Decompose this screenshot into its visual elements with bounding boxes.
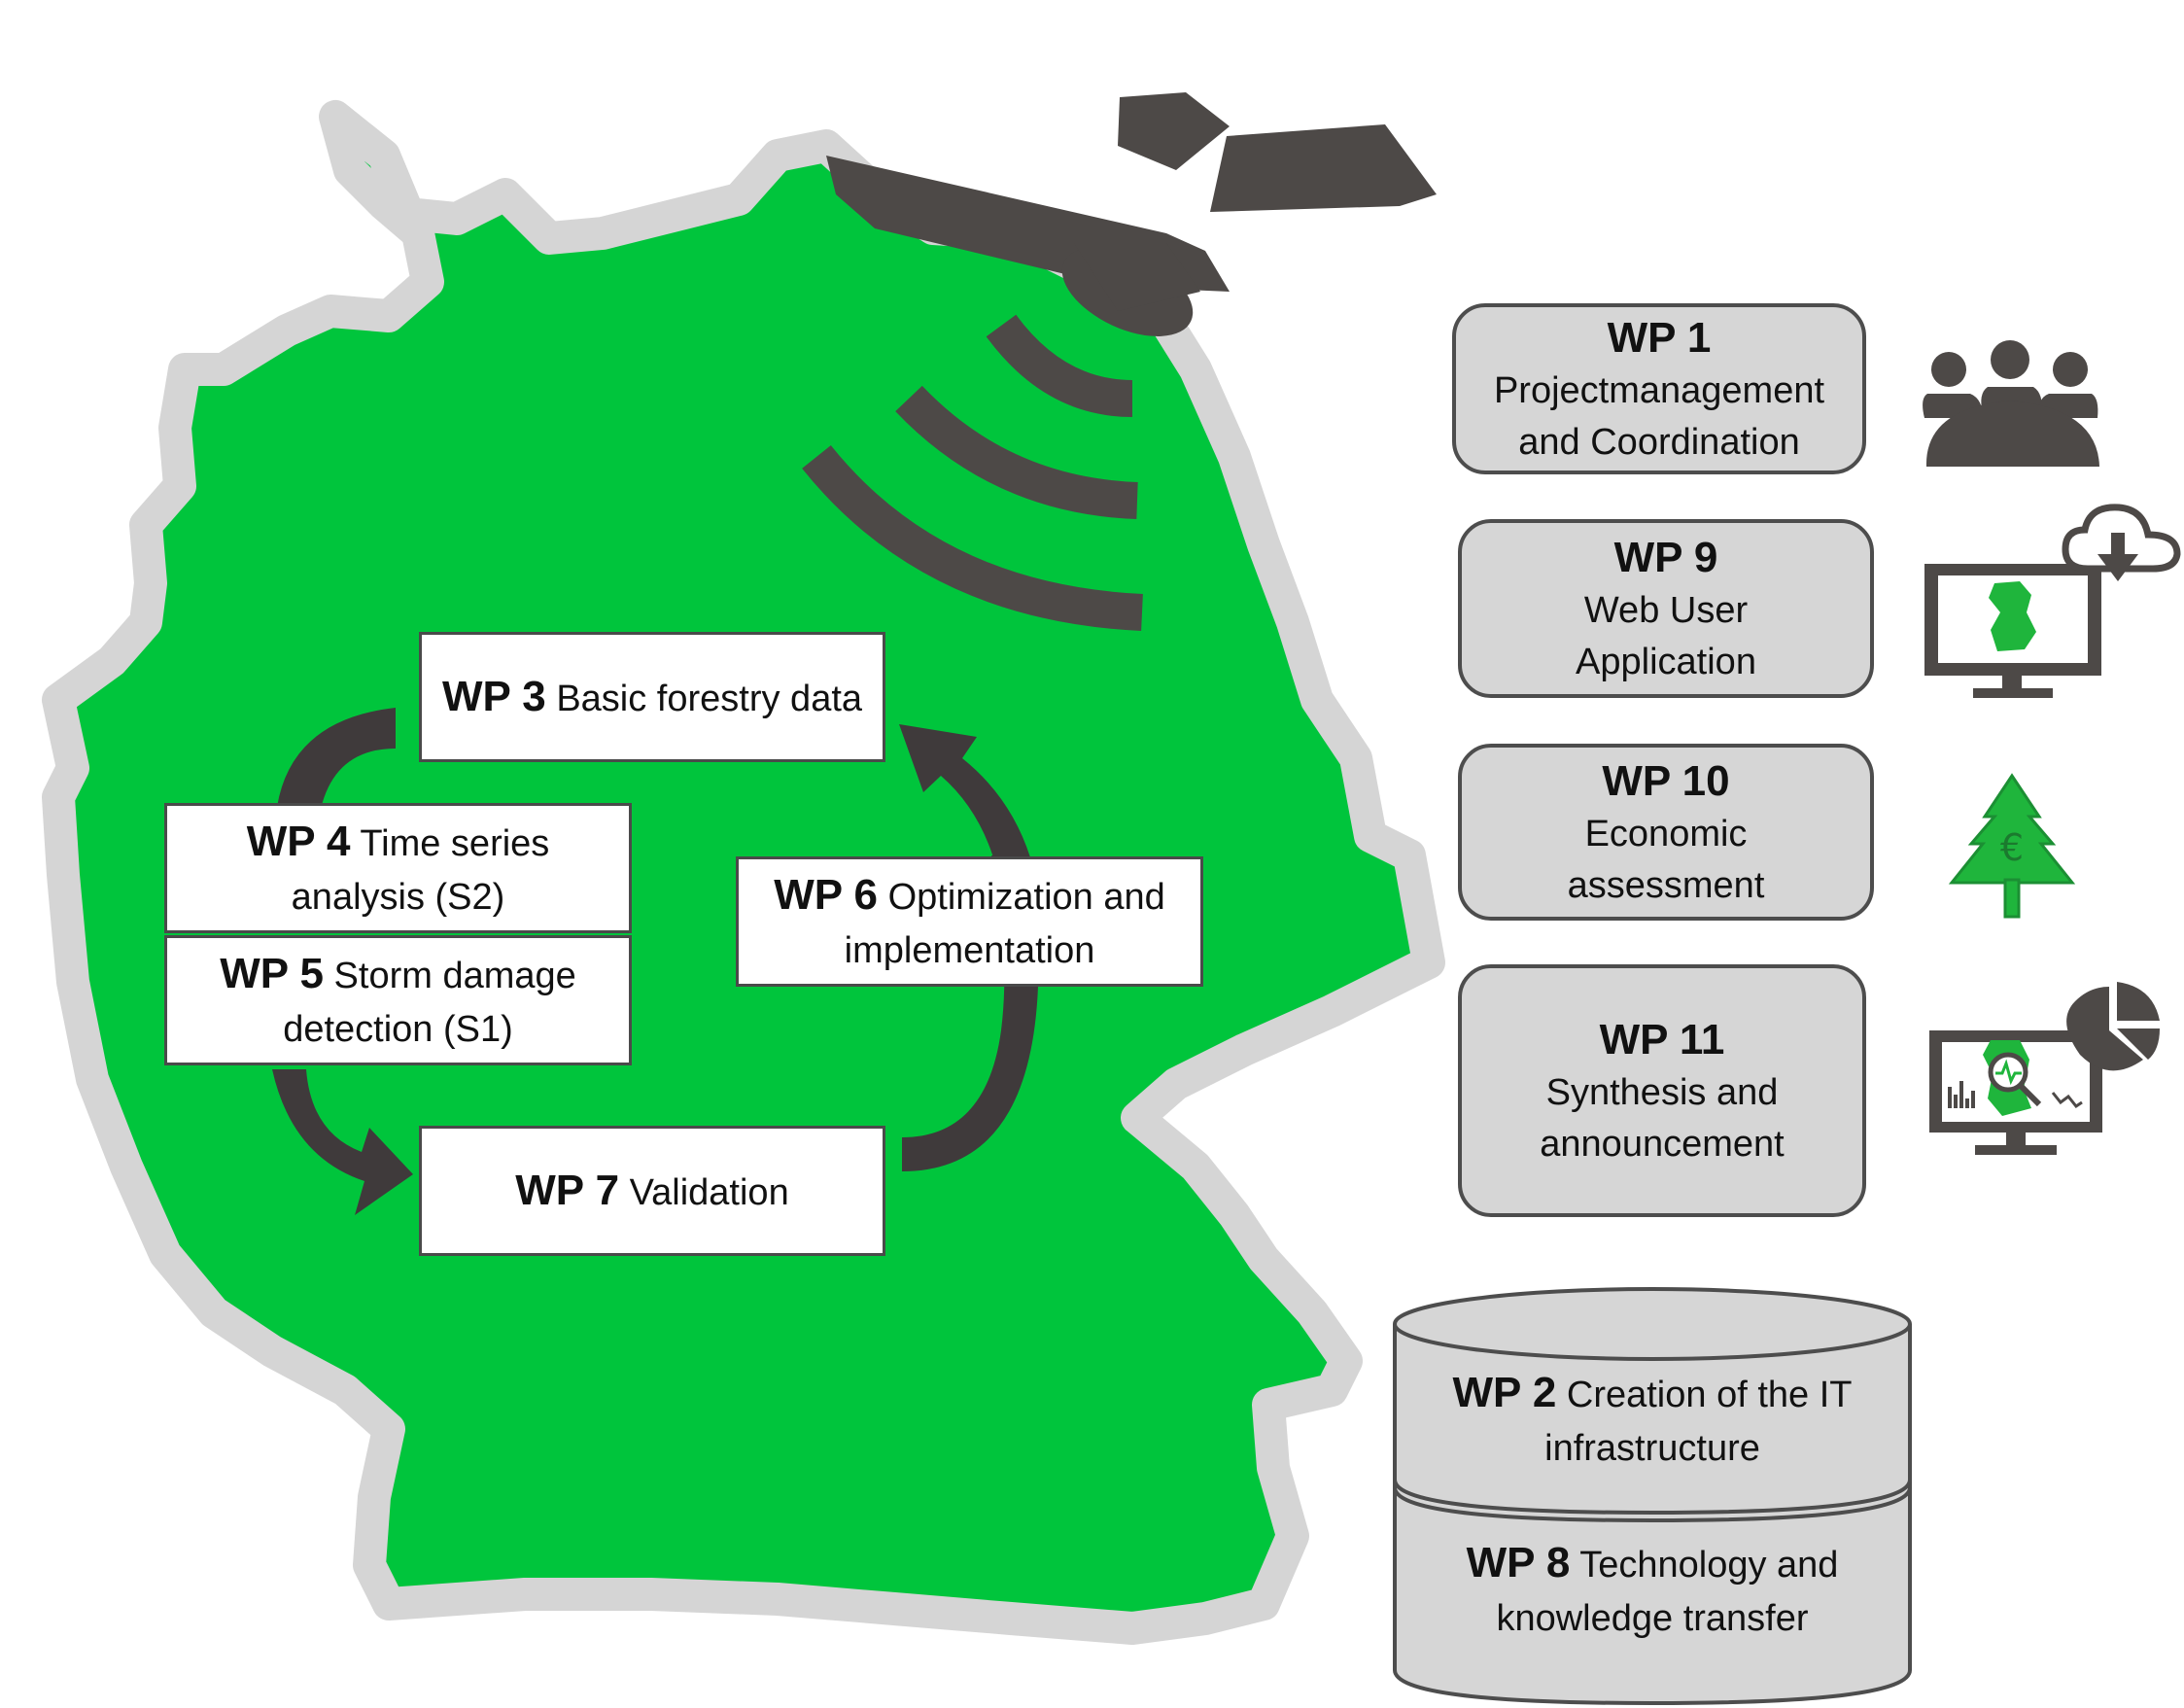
wp3-id: WP 3 [441,672,546,720]
wp1-box: WP 1 Projectmanagement and Coordination [1452,303,1866,474]
database-cylinder [1393,1287,1912,1706]
wp4-title: Time series [360,822,550,864]
wp8-id: WP 8 [1466,1538,1571,1586]
monitor-cloud-download-icon [1924,504,2181,698]
wp6-box: WP 6 Optimization and implementation [736,856,1203,987]
wp8-title-line2: knowledge transfer [1496,1598,1809,1640]
wp1-line2: and Coordination [1518,421,1800,463]
wp4-box: WP 4 Time series analysis (S2) [164,803,632,933]
wp2-section: WP 2 Creation of the IT infrastructure [1400,1366,1905,1473]
wp10-line1: Economic [1584,814,1748,855]
wp5-id: WP 5 [220,949,324,997]
wp4-id: WP 4 [246,817,351,865]
signal-waves-icon [802,314,1143,631]
wp9-box: WP 9 Web User Application [1458,519,1874,698]
satellite-icon [826,92,1437,336]
wp2-id: WP 2 [1452,1368,1557,1416]
wp6-title: Optimization and [887,876,1165,918]
wp3-box: WP 3 Basic forestry data [419,632,885,762]
wp5-title: Storm damage [333,955,576,996]
wp10-id: WP 10 [1602,756,1730,805]
wp3-title: Basic forestry data [556,678,863,719]
wp1-line1: Projectmanagement [1493,370,1825,412]
wp9-line1: Web User [1583,590,1749,632]
wp5-box: WP 5 Storm damage detection (S1) [164,935,632,1065]
monitor-analysis-icon [1929,982,2160,1155]
wp11-line1: Synthesis and [1545,1072,1779,1114]
wp2-title: Creation of the IT [1566,1374,1853,1415]
wp2-title-line2: infrastructure [1544,1428,1760,1470]
wp8-title: Technology and [1579,1544,1839,1586]
wp4-title-line2: analysis (S2) [291,877,505,919]
wp10-line2: assessment [1567,864,1765,906]
tree-euro-icon: € [1948,773,2076,919]
wp9-id: WP 9 [1613,533,1718,581]
wp7-id: WP 7 [515,1166,620,1214]
wp11-id: WP 11 [1599,1015,1725,1063]
wp6-title-line2: implementation [844,930,1095,972]
wp7-box: WP 7 Validation [419,1126,885,1256]
wp10-box: WP 10 Economic assessment [1458,744,1874,921]
wp11-box: WP 11 Synthesis and announcement [1458,964,1866,1217]
wp8-section: WP 8 Technology and knowledge transfer [1400,1536,1905,1643]
wp6-id: WP 6 [774,870,879,919]
euro-symbol: € [2000,826,2024,869]
wp11-line2: announcement [1540,1123,1785,1165]
wp1-id: WP 1 [1607,313,1712,362]
wp7-title: Validation [629,1171,789,1213]
meeting-people-icon [1923,340,2099,467]
wp5-title-line2: detection (S1) [283,1009,513,1051]
wp9-line2: Application [1576,641,1756,682]
